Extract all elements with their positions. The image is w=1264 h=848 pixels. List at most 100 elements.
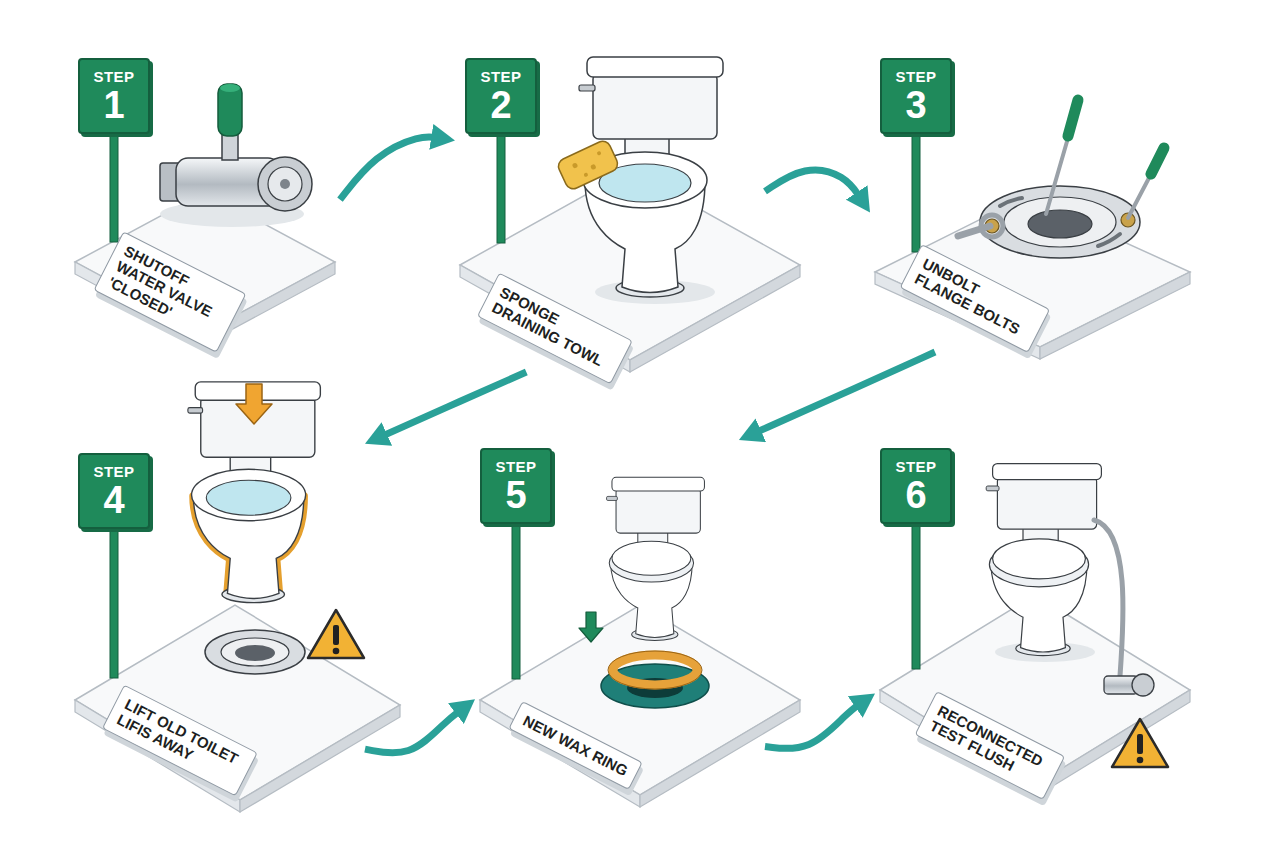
label-plate: SPONGE DRAINING TOWL xyxy=(477,272,633,383)
shutoff-valve xyxy=(268,167,302,201)
step-sign: STEP 1 xyxy=(78,58,150,134)
step-word: STEP xyxy=(93,464,134,479)
lifted-toilet xyxy=(221,638,289,666)
reconnected-toilet xyxy=(986,464,1168,767)
flange-and-tools xyxy=(958,100,1164,258)
lifted-toilet xyxy=(236,384,272,424)
reconnected-toilet xyxy=(986,464,1101,656)
step-number: 6 xyxy=(905,476,926,514)
flow-arrow xyxy=(365,709,462,753)
toilet-with-sponge xyxy=(556,139,620,192)
wax-ring-install xyxy=(607,477,705,550)
sign-pole xyxy=(110,527,118,678)
toilet-with-sponge xyxy=(583,172,588,177)
shutoff-valve xyxy=(280,179,290,189)
wax-ring-install xyxy=(607,477,705,640)
step-panel: STEP 6RECONNECTED TEST FLUSH xyxy=(875,445,1195,805)
step-label: RECONNECTED TEST FLUSH xyxy=(927,701,1053,788)
shutoff-valve xyxy=(220,84,240,92)
step-word: STEP xyxy=(495,459,536,474)
step-label: SHUTOFF WATER VALVE 'CLOSED' xyxy=(106,242,235,342)
step-label: UNBOLT FLANGE BOLTS xyxy=(912,254,1038,341)
step-word: STEP xyxy=(480,69,521,84)
step-sign: STEP 6 xyxy=(880,448,952,524)
toilet-with-sponge xyxy=(596,151,601,156)
lifted-toilet xyxy=(235,645,275,661)
flange-and-tools xyxy=(981,215,1003,237)
step-sign: STEP4 xyxy=(78,453,150,529)
flow-arrow xyxy=(380,372,527,437)
sign-pole xyxy=(497,132,505,243)
flange-and-tools xyxy=(1098,234,1120,246)
lifted-toilet xyxy=(188,382,320,603)
platform xyxy=(75,605,400,800)
reconnected-toilet xyxy=(1094,520,1123,676)
flange-and-tools xyxy=(1068,100,1078,136)
sign-pole xyxy=(912,132,920,252)
lifted-toilet xyxy=(188,382,320,481)
reconnected-toilet xyxy=(986,464,1101,550)
flow-arrow xyxy=(765,702,862,748)
reconnected-toilet xyxy=(1112,719,1168,767)
label-plate: UNBOLT FLANGE BOLTS xyxy=(900,243,1050,352)
step-label: LIFT OLD TOILET LIFIS AWAY xyxy=(114,695,245,785)
sign-pole xyxy=(512,522,520,679)
toilet-with-sponge xyxy=(556,139,620,192)
step-word: STEP xyxy=(93,69,134,84)
step-panel: STEP 5NEW WAX RING xyxy=(475,440,765,805)
step-number: 5 xyxy=(505,476,526,514)
sign-pole xyxy=(110,132,118,242)
reconnected-toilet xyxy=(1132,674,1154,696)
lifted-toilet xyxy=(308,610,364,658)
flow-arrow xyxy=(340,137,439,200)
step-number: 3 xyxy=(905,86,926,124)
shutoff-valve xyxy=(160,84,312,227)
step-panel: STEP4LIFT OLD TOILET LIFIS AWAY xyxy=(70,375,365,805)
label-plate: LIFT OLD TOILET LIFIS AWAY xyxy=(102,684,258,795)
toilet-with-sponge xyxy=(556,57,723,304)
step-number: 2 xyxy=(490,86,511,124)
lifted-toilet xyxy=(205,630,305,674)
shutoff-valve xyxy=(218,84,242,136)
step-panel: STEP 1SHUTOFF WATER VALVE 'CLOSED' xyxy=(70,55,340,350)
platform xyxy=(75,170,1190,812)
flange-and-tools xyxy=(1028,210,1092,238)
step-word: STEP xyxy=(895,459,936,474)
flange-and-tools xyxy=(980,186,1140,258)
platform xyxy=(640,700,800,807)
flange-and-tools xyxy=(1128,176,1150,218)
flange-and-tools xyxy=(1000,198,1022,206)
step-panel: STEP 3UNBOLT FLANGE BOLTS xyxy=(870,55,1195,352)
lifted-toilet xyxy=(188,382,364,674)
wax-ring-install xyxy=(613,655,697,685)
toilet-with-sponge xyxy=(572,162,579,169)
toilet-with-sponge xyxy=(590,164,597,171)
wax-ring-install xyxy=(609,541,693,582)
label-plate: RECONNECTED TEST FLUSH xyxy=(915,690,1065,799)
flow-arrow xyxy=(765,170,861,199)
flange-and-tools xyxy=(1004,197,1116,247)
wax-ring-install xyxy=(579,612,603,642)
flow-arrow xyxy=(754,352,935,434)
step-label: NEW WAX RING xyxy=(520,711,630,779)
reconnected-toilet xyxy=(989,539,1088,587)
step-label: SPONGE DRAINING TOWL xyxy=(489,283,620,373)
platform xyxy=(1035,690,1190,797)
lifted-toilet xyxy=(192,469,306,521)
shutoff-valve xyxy=(258,157,312,211)
flange-and-tools xyxy=(1046,138,1068,214)
wax-ring-install xyxy=(579,477,709,708)
step-sign: STEP 5 xyxy=(480,448,552,524)
sign-pole xyxy=(110,132,920,679)
platform xyxy=(240,705,400,812)
wax-ring-install xyxy=(608,651,702,689)
step-word: STEP xyxy=(895,69,936,84)
flange-and-tools xyxy=(1151,148,1164,174)
platform xyxy=(1040,272,1190,359)
label-plate: NEW WAX RING xyxy=(508,701,642,790)
step-number: 1 xyxy=(103,86,124,124)
step-sign: STEP 2 xyxy=(465,58,537,134)
sign-pole xyxy=(912,522,920,669)
label-plate: SHUTOFF WATER VALVE 'CLOSED' xyxy=(94,231,247,352)
step-sign: STEP 3 xyxy=(880,58,952,134)
